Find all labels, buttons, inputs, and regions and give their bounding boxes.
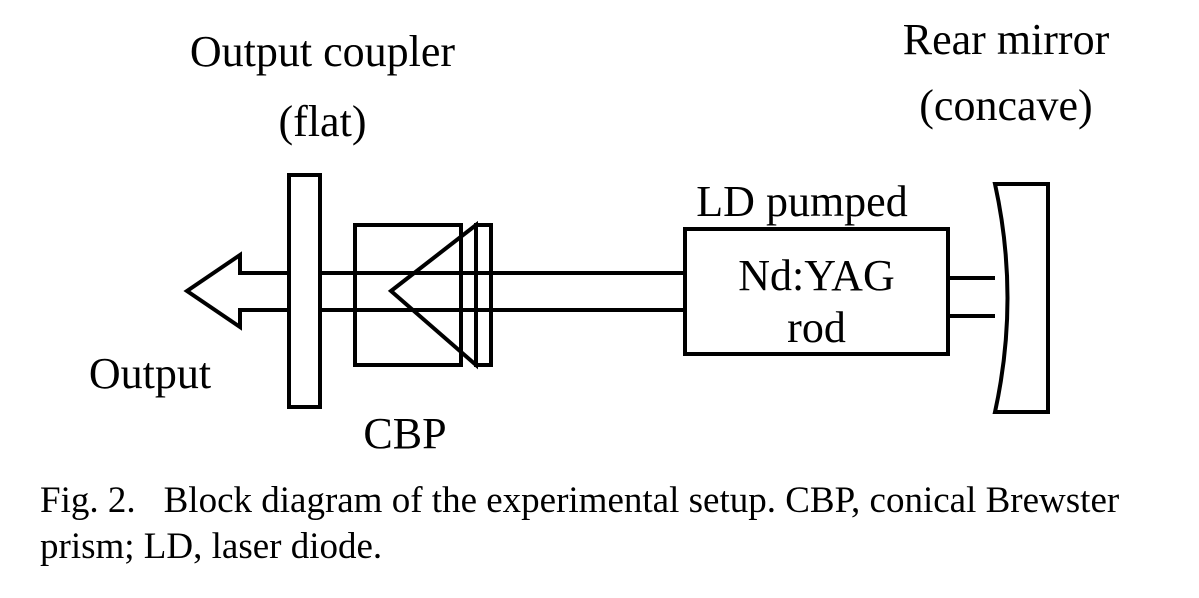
figure-number: Fig. 2. [40, 480, 136, 521]
rod-box [683, 227, 950, 356]
output-label: Output [88, 349, 212, 398]
output-coupler-plate [287, 173, 322, 409]
caption-text: Block diagram of the experimental setup.… [40, 480, 1120, 567]
output-coupler-label-line2: (flat) [278, 97, 367, 146]
figure-caption: Fig. 2.Block diagram of the experimental… [40, 478, 1180, 570]
beam-line-lower [320, 308, 995, 318]
cbp-body [353, 223, 463, 367]
output-coupler-label-line1: Output coupler [189, 27, 456, 76]
rear-mirror-label-line1: Rear mirror [902, 15, 1110, 64]
cbp-window [474, 223, 493, 367]
rod-label-line2: rod [787, 303, 846, 352]
beam-line-upper [320, 271, 995, 280]
rear-mirror [992, 182, 1050, 414]
ld-pumped-label: LD pumped [696, 177, 908, 226]
cbp-cone [387, 220, 478, 370]
rod-label-line1: Nd:YAG [738, 251, 895, 300]
output-arrow [183, 251, 289, 331]
cbp-label: CBP [363, 409, 447, 458]
rear-mirror-label-line2: (concave) [919, 81, 1093, 130]
